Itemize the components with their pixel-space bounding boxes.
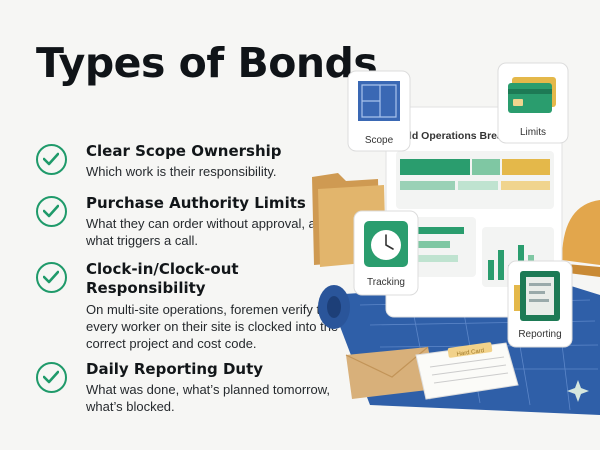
item-description: On multi-site operations, foremen verify… (86, 302, 339, 351)
clipboard-label: Hard Card (456, 348, 484, 358)
scope-label: Scope (365, 135, 394, 146)
item-title: Clear Scope Ownership (86, 142, 282, 160)
item-description: Which work is their responsibility. (86, 164, 277, 179)
item-title: Clock-in/Clock-out Responsibility (86, 260, 239, 297)
stopwatch-icon (364, 221, 408, 267)
credit-card-icon (508, 77, 556, 113)
tablet-icon (514, 271, 560, 321)
operations-illustration: ild Operations Breakdown Scope (312, 62, 600, 415)
page-title: Types of Bonds (36, 39, 378, 87)
item-description: What was done, what’s planned tomorrow, … (86, 382, 331, 414)
scope-card: Scope (347, 70, 411, 152)
tracking-label: Tracking (367, 277, 405, 288)
tracking-card: Tracking (353, 210, 419, 296)
item-title: Daily Reporting Duty (86, 360, 264, 378)
limits-label: Limits (520, 127, 546, 138)
item-description: What they can order without approval, an… (86, 216, 331, 248)
sparkle-icon (567, 380, 589, 402)
check-circle-icon (36, 196, 67, 227)
check-circle-icon (36, 144, 67, 175)
clipboard-icon: Hard Card (415, 342, 519, 400)
item-title: Purchase Authority Limits (86, 194, 306, 212)
reporting-label: Reporting (518, 329, 561, 340)
reporting-card: Reporting (507, 260, 573, 348)
check-circle-icon (36, 262, 67, 293)
check-circle-icon (36, 362, 67, 393)
limits-card: Limits (497, 62, 569, 144)
